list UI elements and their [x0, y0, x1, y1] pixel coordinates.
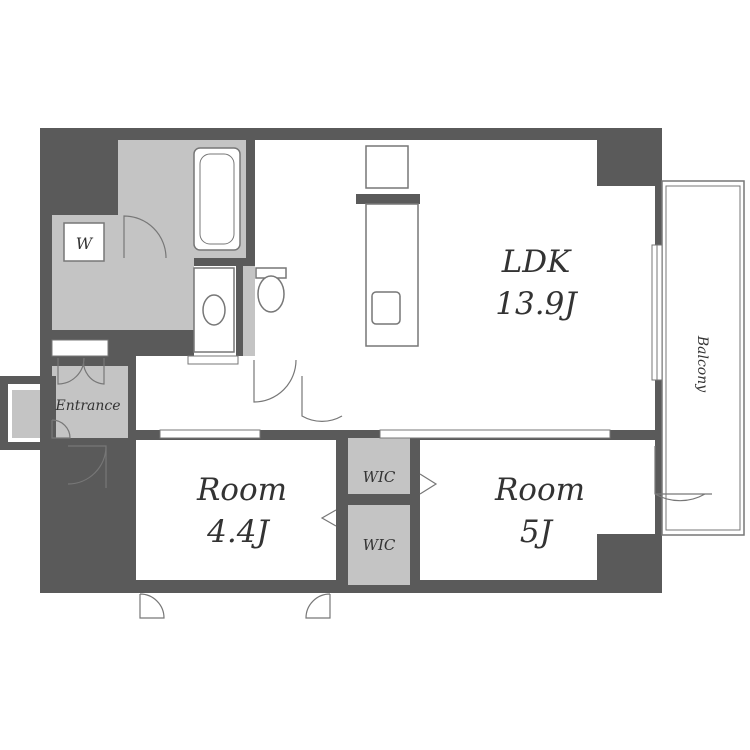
- room-east-label: Room: [494, 472, 585, 508]
- washer-label: W: [76, 234, 94, 253]
- ldk-corner-pillar: [597, 140, 655, 186]
- kitchen-sink: [371, 291, 401, 325]
- room-west-floor: [136, 440, 336, 580]
- kitchen-counter-wall: [356, 194, 420, 204]
- ldk-size-label: 13.9J: [495, 286, 578, 322]
- bath-anteroom-floor: [118, 140, 194, 260]
- shoe-closet: [51, 339, 109, 357]
- room-east-corner-pillar: [597, 534, 655, 580]
- toilet-bowl: [257, 275, 285, 313]
- entrance-stoop: [12, 390, 40, 438]
- wic-upper-floor: [348, 438, 410, 494]
- hall-floor: [136, 356, 306, 430]
- bathtub-inner: [199, 153, 235, 245]
- room-west-closet-door: [320, 509, 337, 527]
- toilet-door-swing: [253, 359, 297, 403]
- wash-basin: [202, 294, 226, 326]
- shoe-closet-doors: [57, 357, 105, 385]
- hall-door-landing: [298, 374, 348, 430]
- room-west-door-right: [305, 593, 331, 619]
- bath-door-swing: [123, 215, 167, 259]
- washer-space: [63, 222, 105, 262]
- balcony-label: Balcony: [694, 335, 710, 393]
- ldk-door-swing: [301, 376, 343, 422]
- ldk-room-sliding-door: [379, 429, 611, 439]
- room-west-size-label: 4.4J: [206, 514, 270, 550]
- room-west-door-left: [139, 593, 165, 619]
- entrance-label: Entrance: [54, 398, 120, 414]
- refrigerator-space: [365, 145, 409, 189]
- room-west-label: Room: [196, 472, 287, 508]
- balcony-outline: [661, 180, 745, 536]
- hall-sliding-door: [159, 429, 261, 439]
- wic-lower-label: WIC: [363, 536, 396, 554]
- vanity-sliding-door: [187, 355, 239, 365]
- balcony-inner-rail: [665, 185, 741, 531]
- entrance-outer-wall: [0, 376, 56, 450]
- wic-upper-label: WIC: [363, 468, 396, 486]
- balcony-door-swing: [654, 446, 712, 502]
- wic-upper-door: [419, 473, 438, 495]
- ldk-label: LDK: [501, 244, 572, 280]
- entrance-door-swing: [67, 445, 107, 488]
- entrance-inner-door-swing: [51, 419, 71, 439]
- room-east-size-label: 5J: [520, 514, 554, 550]
- wic-lower-floor: [348, 505, 410, 585]
